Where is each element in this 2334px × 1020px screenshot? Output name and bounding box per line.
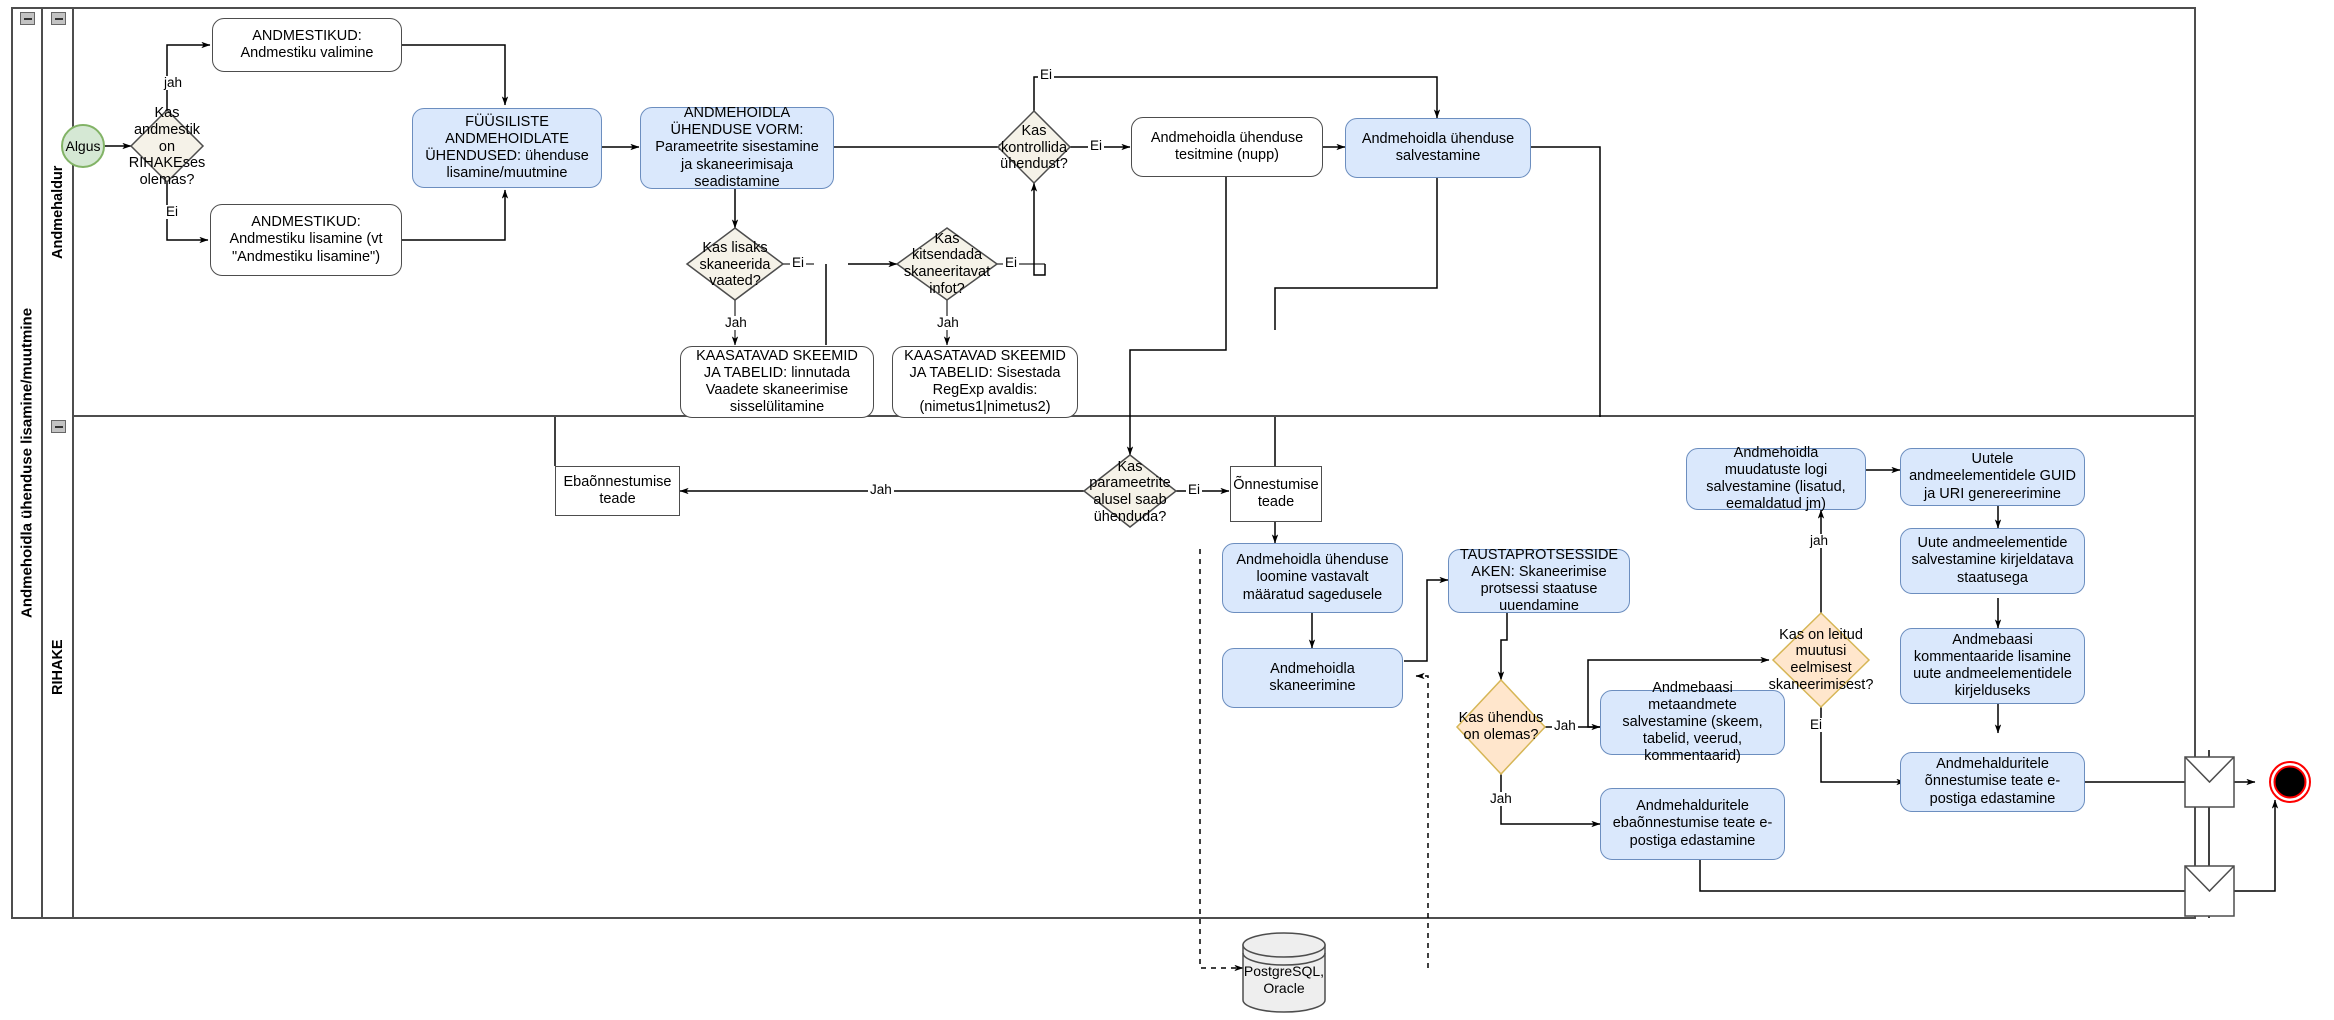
gateway-uhendus-olemas [1455, 678, 1547, 776]
edge-label-jah-kitsendada: Jah [935, 315, 961, 330]
task-uhenduse-loomine[interactable]: Andmehoidla ühenduse loomine vastavalt m… [1222, 543, 1403, 613]
edge-label-ei-kontrollida: Ei [1038, 67, 1055, 82]
edge-label-jah-rihakeses: jah [162, 75, 185, 90]
task-andmestiku-valimine[interactable]: ANDMESTIKUD: Andmestiku valimine [212, 18, 402, 72]
datastore-label: PostgreSQL, Oracle [1243, 963, 1325, 996]
end-event-circle [2269, 761, 2311, 803]
edge-label-ei-kitsendada: Ei [1003, 255, 1020, 270]
task-onnestumise-teade[interactable]: Õnnestumise teade [1230, 466, 1322, 522]
task-metaandmete-salvestamine[interactable]: Andmebaasi metaandmete salvestamine (ske… [1600, 680, 1785, 764]
edge-label-ei-parameetrite: Jah [868, 482, 894, 497]
lane-collapse-icon-andmehaldur[interactable] [51, 12, 66, 25]
edge-label-ei-muutusi: Ei [1808, 717, 1825, 732]
pool-title: Andmehoidla ühenduse lisamine/muutmine [18, 307, 36, 619]
task-andmestiku-lisamine[interactable]: ANDMESTIKUD: Andmestiku lisamine (vt "An… [210, 204, 402, 276]
message-event-failure [2184, 865, 2235, 917]
task-ebaonnestumise-epost[interactable]: Andmehalduritele ebaõnnestumise teate e-… [1600, 788, 1785, 860]
task-fuusiliste-uhendused[interactable]: FÜÜSILISTE ANDMEHOIDLATE ÜHENDUSED: ühen… [412, 108, 602, 188]
edge-label-jah-vaated: Jah [723, 315, 749, 330]
task-ebaonnestumise-teade[interactable]: Ebaõnnestumise teade [555, 466, 680, 516]
task-muudatuste-logi[interactable]: Andmehoidla muudatuste logi salvestamine… [1686, 445, 1866, 512]
lane-collapse-icon-rihake[interactable] [51, 420, 66, 433]
edge-label-jah-muutusi: jah [1808, 533, 1831, 548]
edge-label-ei-uhendus-olemas: Jah [1488, 791, 1514, 806]
gateway-kontrollida [996, 109, 1072, 185]
gateway-rihakeses [129, 108, 205, 184]
task-skaneerimine[interactable]: Andmehoidla skaneerimine [1222, 648, 1403, 708]
task-kommentaarid[interactable]: Andmebaasi kommentaaride lisamine uute a… [1900, 628, 2085, 704]
task-taustaprotsesside-aken[interactable]: TAUSTAPROTSESSIDE AKEN: Skaneerimise pro… [1448, 547, 1630, 614]
lane-label-rihake: RIHAKE [50, 639, 66, 695]
task-onnestumise-epost[interactable]: Andmehalduritele õnnestumise teate e-pos… [1900, 752, 2085, 812]
edge-label-ei-rihakeses: Ei [164, 204, 181, 219]
task-uhenduse-salvestamine[interactable]: Andmehoidla ühenduse salvestamine [1345, 118, 1531, 178]
message-event-success [2184, 756, 2235, 808]
edge-label-jah-uhendus-olemas: Jah [1552, 718, 1578, 733]
task-uute-salvestamine[interactable]: Uute andmeelementide salvestamine kirjel… [1900, 528, 2085, 594]
datastore-postgresql [1242, 932, 1326, 1013]
start-event-circle [61, 124, 105, 168]
task-kaasatavad-regexp[interactable]: KAASATAVAD SKEEMID JA TABELID: Sisestada… [892, 346, 1078, 418]
task-guid-uri[interactable]: Uutele andmeelementidele GUID ja URI gen… [1900, 448, 2085, 506]
edge-label-jah-kontrollida: Ei [1088, 138, 1105, 153]
gateway-kitsendada [895, 227, 999, 301]
task-uhenduse-testimine[interactable]: Andmehoidla ühenduse tesitmine (nupp) [1131, 117, 1323, 177]
gateway-muutusi [1771, 611, 1871, 709]
task-uhenduse-vorm[interactable]: ANDMEHOIDLA ÜHENDUSE VORM: Parameetrite … [640, 105, 834, 190]
gateway-parameetrite [1082, 454, 1178, 528]
start-event-label: Algus [65, 137, 101, 154]
pool-collapse-icon[interactable] [20, 12, 35, 25]
gateway-vaated [685, 227, 785, 301]
edge-label-jah-parameetrite: Ei [1186, 482, 1203, 497]
task-kaasatavad-vaated[interactable]: KAASATAVAD SKEEMID JA TABELID: linnutada… [680, 346, 874, 418]
edge-label-ei-vaated: Ei [790, 255, 807, 270]
lane-label-andmehaldur: Andmehaldur [50, 165, 66, 259]
